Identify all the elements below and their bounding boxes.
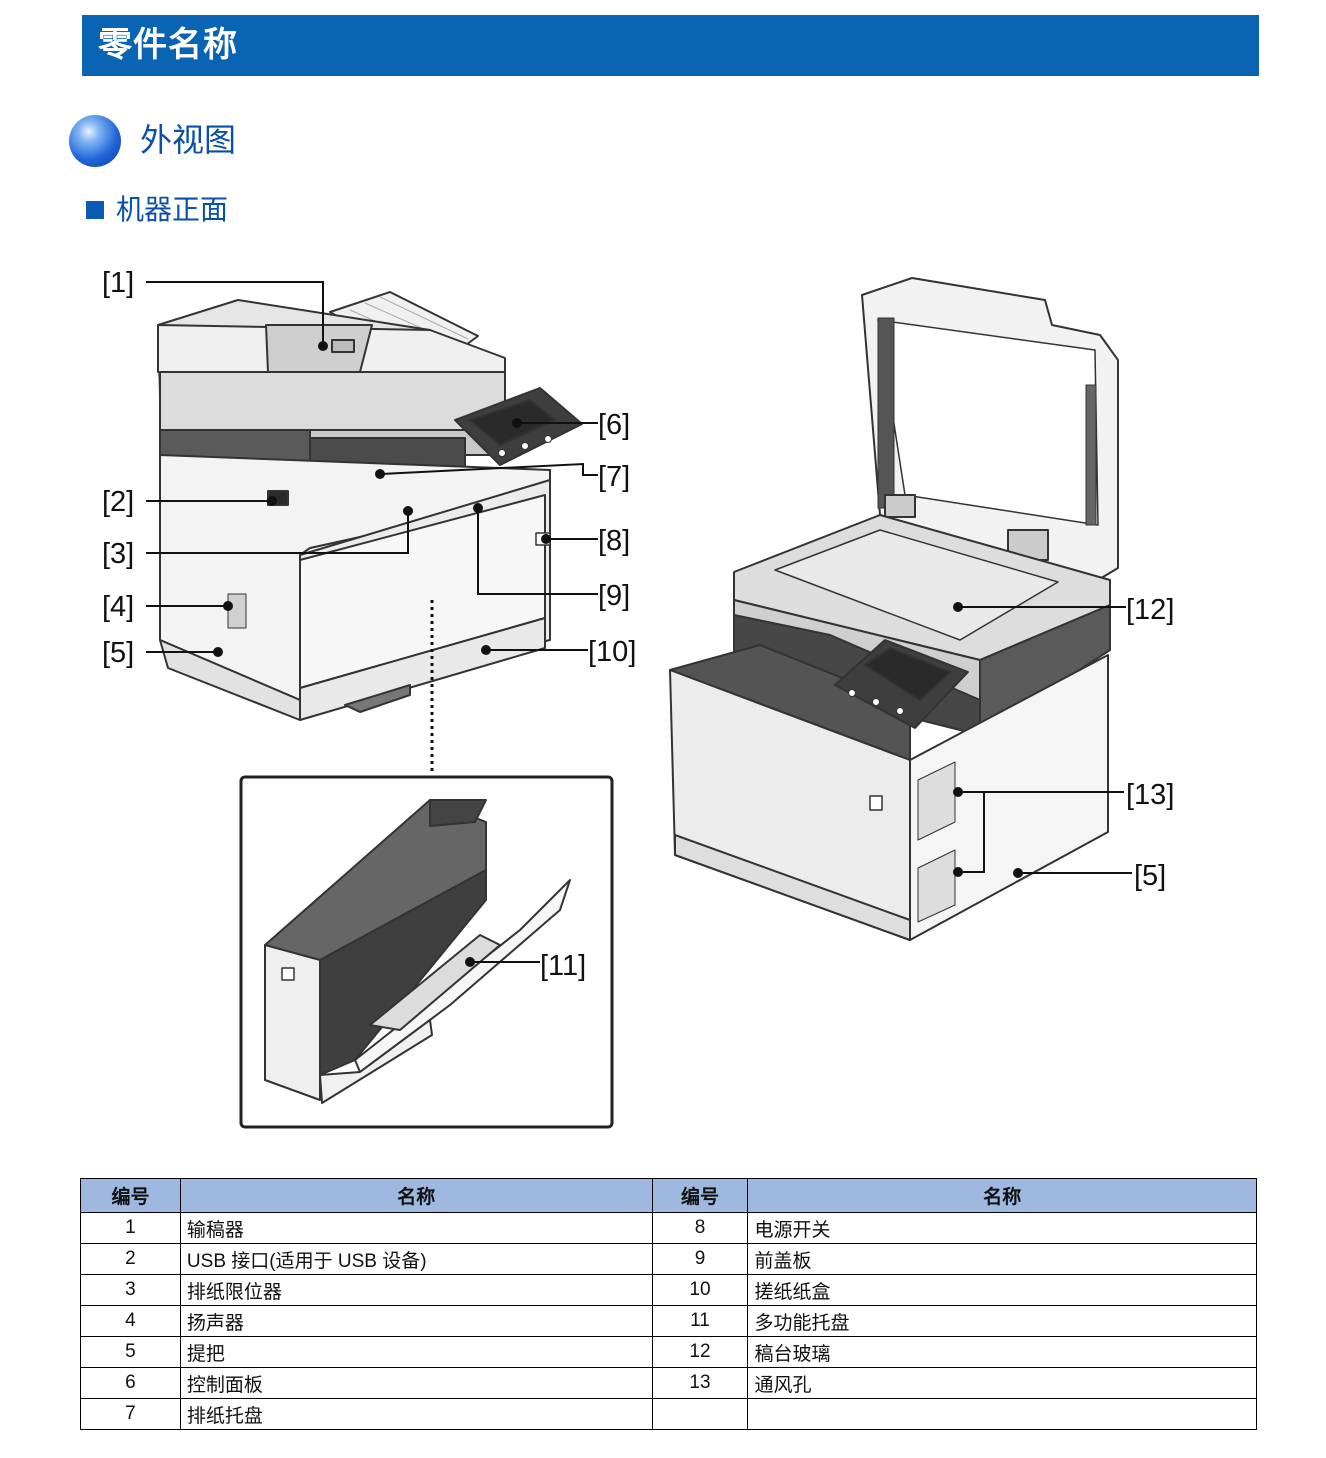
part-name: 稿台玻璃 <box>747 1336 1257 1368</box>
table-row: 3 排纸限位器 10 搓纸纸盒 <box>80 1274 1257 1306</box>
callout-5-right: [5] <box>1134 860 1166 892</box>
part-name <box>747 1398 1257 1430</box>
part-number: 6 <box>80 1367 181 1399</box>
part-name: 电源开关 <box>747 1212 1257 1244</box>
header-name: 名称 <box>747 1178 1257 1213</box>
part-name: 输稿器 <box>179 1212 653 1244</box>
callout-line-11 <box>465 957 540 967</box>
printer-front-view <box>157 291 583 721</box>
callout-5: [5] <box>102 637 134 669</box>
table-row: 7 排纸托盘 <box>80 1398 1257 1430</box>
callout-4: [4] <box>102 591 134 623</box>
callout-12: [12] <box>1126 594 1174 626</box>
subsection-title: 机器正面 <box>116 193 229 226</box>
printer-illustration: [1] [2] [3] [4] [5] [6] [7] [8] [9] [10]… <box>102 267 1174 1129</box>
callout-8: [8] <box>598 525 630 557</box>
part-number: 7 <box>80 1398 181 1430</box>
page-banner: 零件名称 <box>82 15 1259 76</box>
callout-2: [2] <box>102 486 134 518</box>
callout-dots-right <box>953 602 1023 878</box>
multipurpose-tray-detail <box>264 799 571 1104</box>
table-row: 4 扬声器 11 多功能托盘 <box>80 1305 1257 1337</box>
page-title: 零件名称 <box>98 25 238 65</box>
part-number: 5 <box>80 1336 181 1368</box>
callout-lines-left <box>146 281 598 772</box>
section-title: 外视图 <box>140 121 237 159</box>
part-name: 扬声器 <box>179 1305 653 1337</box>
table-header-row: 编号 名称 编号 名称 <box>80 1178 1257 1213</box>
part-number: 10 <box>651 1274 749 1306</box>
table-row: 2 USB 接口(适用于 USB 设备) 9 前盖板 <box>80 1243 1257 1275</box>
header-number: 编号 <box>80 1178 181 1213</box>
part-number: 3 <box>80 1274 181 1306</box>
square-bullet-icon <box>86 201 104 219</box>
callout-9: [9] <box>598 580 630 612</box>
part-name: 搓纸纸盒 <box>747 1274 1257 1306</box>
part-name: 排纸限位器 <box>179 1274 653 1306</box>
part-number: 9 <box>651 1243 749 1275</box>
part-name: 通风孔 <box>747 1367 1257 1399</box>
callout-10: [10] <box>588 636 636 668</box>
part-number <box>651 1398 749 1430</box>
part-name: 提把 <box>179 1336 653 1368</box>
section-bullet-icon <box>69 115 121 167</box>
part-number: 4 <box>80 1305 181 1337</box>
callout-dots-left <box>213 341 551 657</box>
callout-lines-right <box>958 606 1132 874</box>
part-name: 排纸托盘 <box>179 1398 653 1430</box>
header-number: 编号 <box>651 1178 749 1213</box>
part-name: 前盖板 <box>747 1243 1257 1275</box>
printer-lid-open-view <box>669 277 1119 941</box>
part-number: 2 <box>80 1243 181 1275</box>
part-number: 8 <box>651 1212 749 1244</box>
parts-table: 编号 名称 编号 名称 1 输稿器 8 电源开关 2 USB 接口(适用于 US… <box>80 1178 1257 1430</box>
table-row: 6 控制面板 13 通风孔 <box>80 1367 1257 1399</box>
callout-13: [13] <box>1126 779 1174 811</box>
callout-7: [7] <box>598 461 630 493</box>
part-number: 1 <box>80 1212 181 1244</box>
callout-3: [3] <box>102 538 134 570</box>
table-row: 5 提把 12 稿台玻璃 <box>80 1336 1257 1368</box>
part-name: USB 接口(适用于 USB 设备) <box>179 1243 653 1275</box>
part-number: 12 <box>651 1336 749 1368</box>
part-number: 11 <box>651 1305 749 1337</box>
part-name: 控制面板 <box>179 1367 653 1399</box>
callout-1: [1] <box>102 267 134 299</box>
part-name: 多功能托盘 <box>747 1305 1257 1337</box>
part-number: 13 <box>651 1367 749 1399</box>
table-row: 1 输稿器 8 电源开关 <box>80 1212 1257 1244</box>
callout-11: [11] <box>540 950 586 982</box>
callout-6: [6] <box>598 409 630 441</box>
header-name: 名称 <box>179 1178 653 1213</box>
